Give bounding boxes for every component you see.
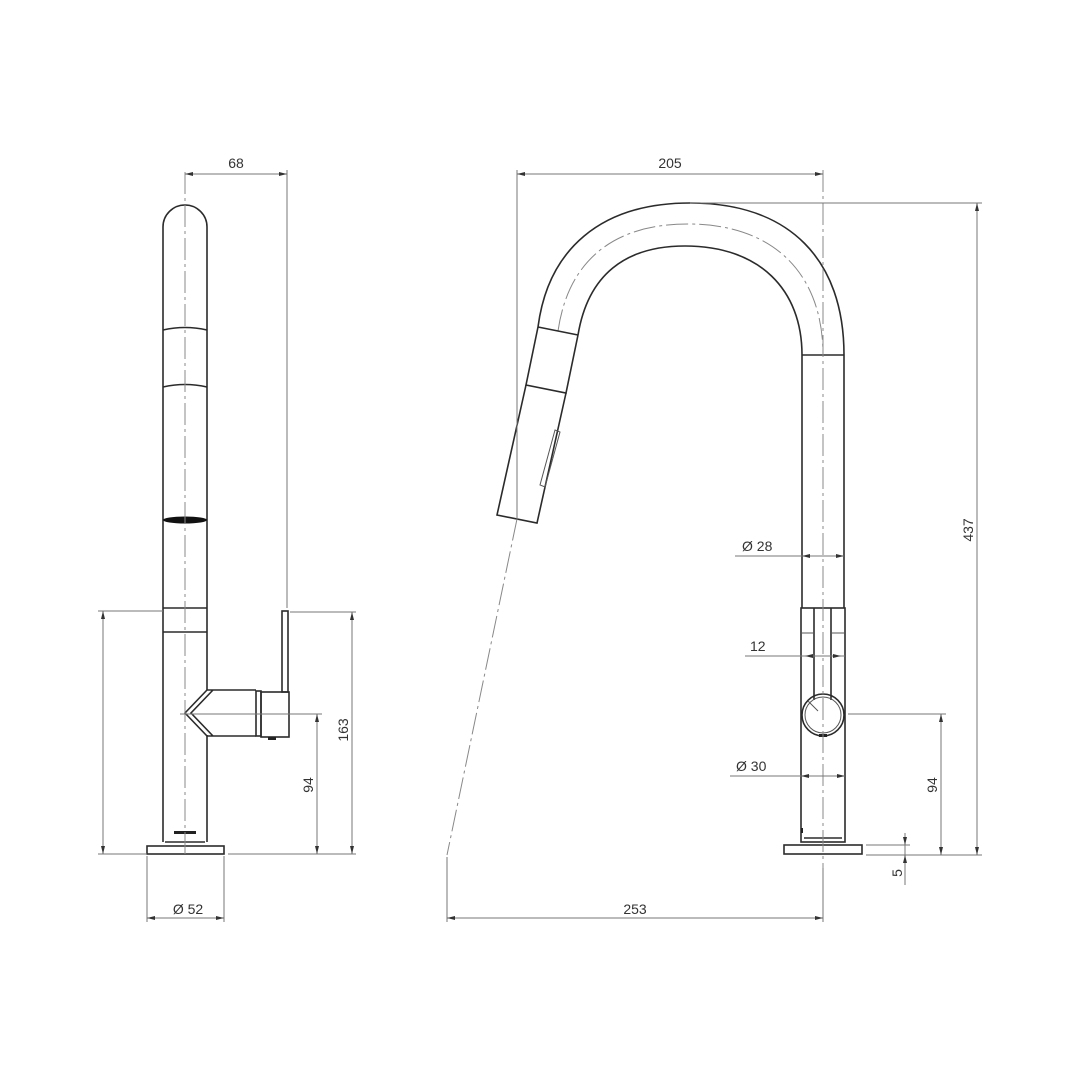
front-spray-path [446,518,518,856]
dim-diameter-52: Ø 52 [146,856,225,922]
dim-253: 253 [446,857,824,922]
front-spray-button [539,429,561,488]
dim-94-front: 94 [848,713,946,855]
dim-diameter-30: Ø 30 [730,758,845,778]
svg-text:163: 163 [335,718,351,742]
svg-text:94: 94 [300,777,316,793]
dim-side-body-height [98,610,163,855]
side-lever [281,610,289,693]
dim-94-side: 94 [180,713,322,854]
dim-437: 437 [690,202,982,856]
dim-163: 163 [228,611,356,855]
front-view: 205 437 Ø 28 12 Ø [446,155,982,922]
side-view: 68 163 94 [98,155,356,922]
dim-12: 12 [745,638,845,658]
front-pulldown-head [496,326,579,524]
svg-text:Ø 52: Ø 52 [173,901,204,917]
svg-text:12: 12 [750,638,766,654]
svg-text:94: 94 [924,777,940,793]
front-gooseneck-outer [537,202,845,356]
side-body [162,608,208,842]
svg-text:253: 253 [623,901,647,917]
dim-diameter-28: Ø 28 [735,538,844,558]
side-handle-hub [183,689,256,737]
svg-text:205: 205 [658,155,682,171]
svg-text:437: 437 [960,518,976,542]
side-spout-band-1 [162,326,208,331]
dim-205: 205 [516,155,823,520]
svg-text:Ø 28: Ø 28 [742,538,773,554]
svg-text:Ø 30: Ø 30 [736,758,767,774]
dim-5: 5 [866,833,910,885]
front-gooseneck-inner [577,245,803,356]
svg-text:68: 68 [228,155,244,171]
dim-68: 68 [185,155,288,608]
svg-text:5: 5 [889,869,905,877]
